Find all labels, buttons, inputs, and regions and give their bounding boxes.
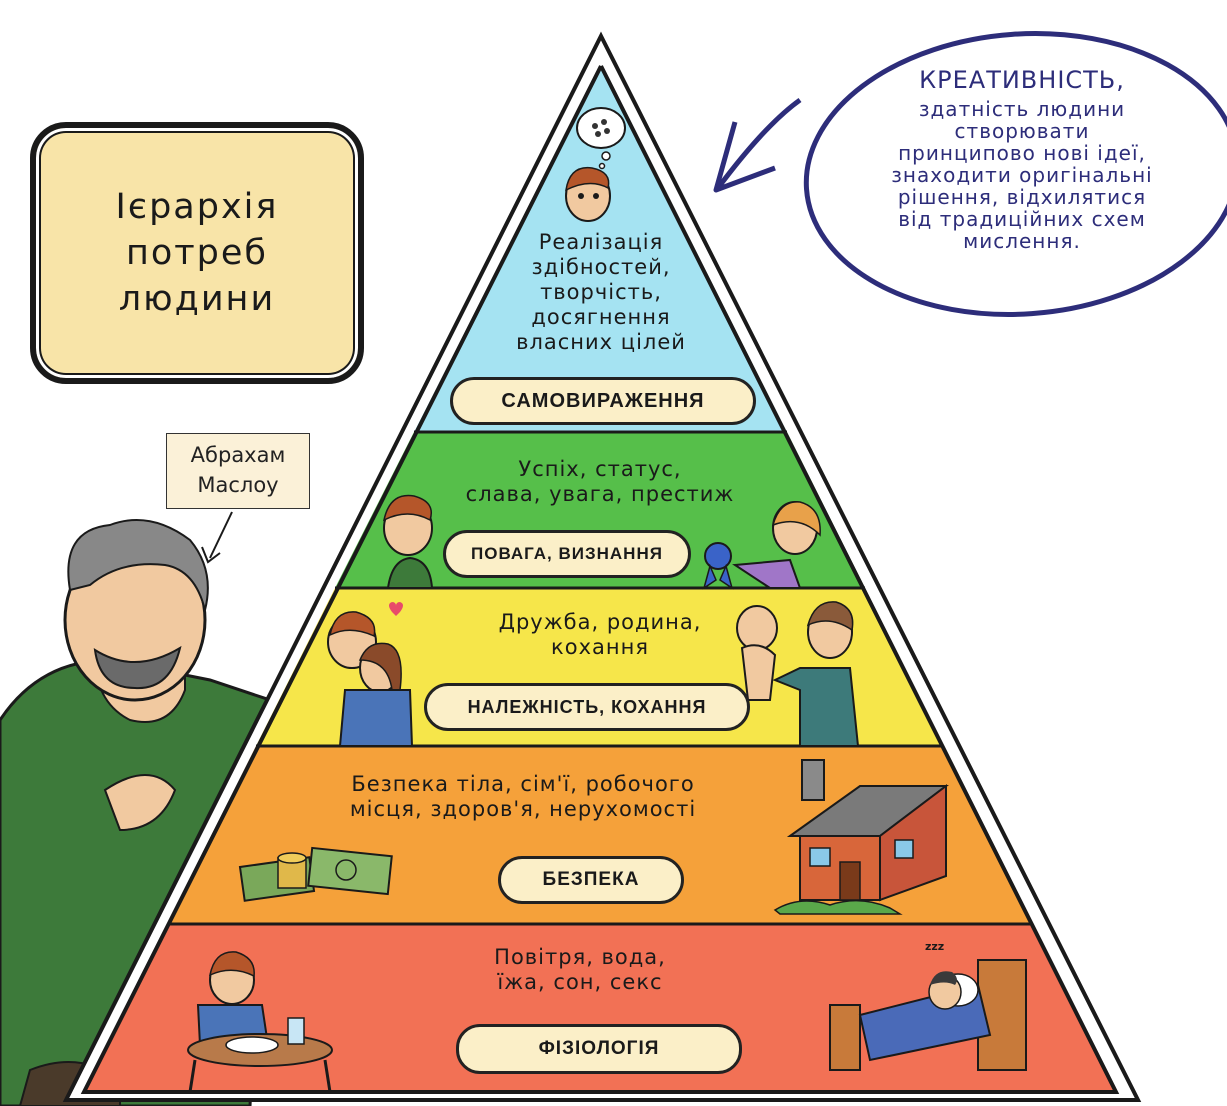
heart-icon (389, 602, 403, 616)
callout-text: здатність людини створювати принципово н… (891, 97, 1153, 253)
baby-icon (736, 605, 778, 701)
maslow-figure-icon (0, 519, 272, 1106)
boy-portrait-icon (565, 166, 611, 222)
award-ribbon-icon (702, 542, 734, 590)
author-arrow-icon (201, 511, 233, 564)
level-2-description: Успіх, статус, слава, увага, престиж (465, 457, 735, 506)
level-3-label: НАЛЕЖНІСТЬ, КОХАННЯ (424, 683, 750, 731)
author-label: Абрахам Маслоу (166, 433, 310, 509)
svg-text:zzz: zzz (925, 940, 944, 953)
level-5-label: ФІЗІОЛОГІЯ (456, 1024, 742, 1074)
level-4-description: Безпека тіла, сім'ї, робочого місця, здо… (349, 772, 697, 821)
sleeping-bed-icon: zzz (829, 940, 1027, 1071)
girl-figure-icon (732, 501, 821, 589)
house-icon (773, 759, 949, 915)
level-2-label: ПОВАГА, ВИЗНАННЯ (443, 530, 691, 578)
meal-table-icon (187, 951, 333, 1093)
thought-bubble-icon (576, 107, 626, 170)
callout-bubble (803, 31, 1227, 317)
level-3-description: Дружба, родина, кохання (498, 610, 702, 659)
couple-figure-icon (327, 611, 414, 747)
callout-heading: КРЕАТИВНІСТЬ, (919, 66, 1125, 94)
level-1-label: САМОВИРАЖЕННЯ (450, 377, 756, 425)
level-1-description: Реалізація здібностей, творчість, досягн… (516, 230, 686, 354)
diagram-title: Ієрархія потреб людини (115, 187, 279, 319)
father-figure-icon (772, 601, 860, 747)
boy-portrait-icon (382, 494, 434, 589)
money-stack-icon (238, 846, 393, 902)
level-band-1 (414, 66, 787, 432)
level-4-label: БЕЗПЕКА (498, 856, 684, 904)
level-5-description: Повітря, вода, їжа, сон, секс (494, 945, 666, 994)
title-box: Ієрархія потреб людини (30, 122, 364, 384)
callout-arrow-icon (713, 97, 802, 193)
